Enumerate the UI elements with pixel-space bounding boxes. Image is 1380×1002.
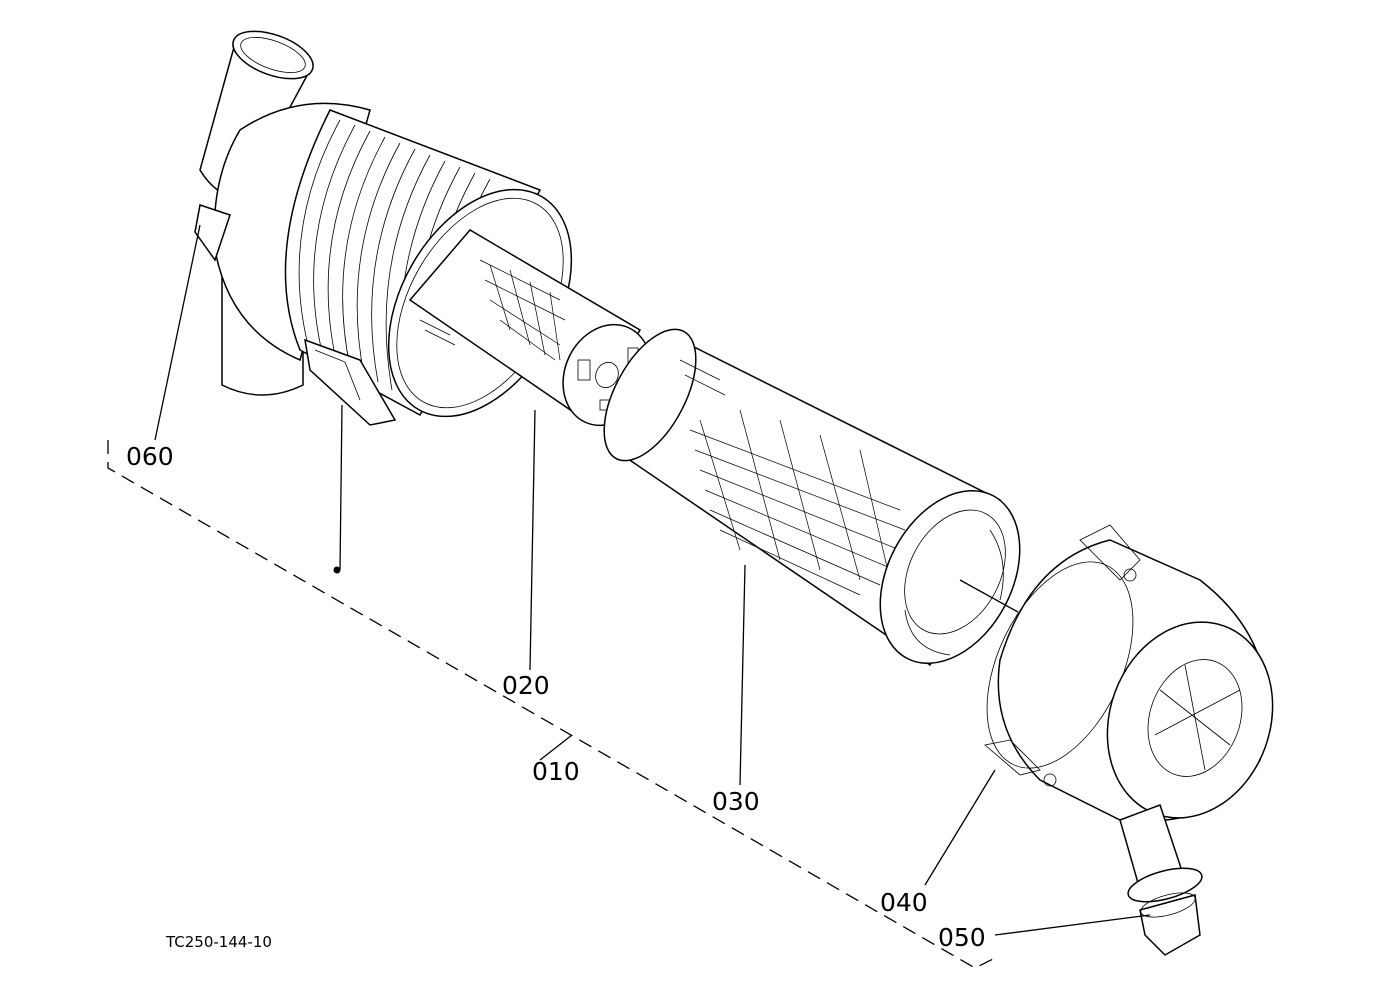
part-label-060: 060 xyxy=(126,442,174,471)
part-label-020: 020 xyxy=(502,671,550,700)
end-cover xyxy=(984,524,1274,822)
leader-lines xyxy=(154,224,1151,936)
drawing-code: TC250-144-10 xyxy=(165,933,272,951)
part-label-050: 050 xyxy=(938,923,986,952)
dust-valve xyxy=(1119,804,1203,956)
part-label-030: 030 xyxy=(712,787,760,816)
part-label-040: 040 xyxy=(880,888,928,917)
outer-filter-element xyxy=(603,328,1021,667)
assembly-reference-dot xyxy=(333,566,341,574)
part-label-010: 010 xyxy=(532,757,580,786)
assembly-dashed-line xyxy=(107,440,996,969)
